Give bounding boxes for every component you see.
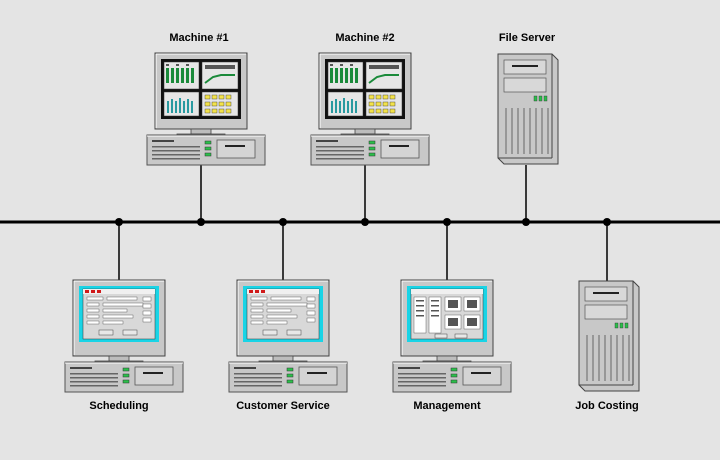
customer-service-computer-icon[interactable] [228,279,348,393]
machine-2-label: Machine #2 [335,32,395,44]
file-server-label: File Server [498,32,556,44]
management-computer-icon[interactable] [392,279,512,393]
machine-1-label: Machine #1 [169,32,229,44]
scheduling-label: Scheduling [89,400,149,412]
customer-service-label: Customer Service [236,400,330,412]
machine-2-computer-icon[interactable] [310,52,430,166]
machine-1-computer-icon[interactable] [146,52,266,166]
job-costing-tower-icon[interactable] [578,280,640,392]
junction-dots [115,218,611,226]
management-label: Management [413,400,481,412]
file-server-tower-icon[interactable] [497,53,559,165]
job-costing-label: Job Costing [575,400,639,412]
drop-cables [118,165,608,281]
scheduling-computer-icon[interactable] [64,279,184,393]
